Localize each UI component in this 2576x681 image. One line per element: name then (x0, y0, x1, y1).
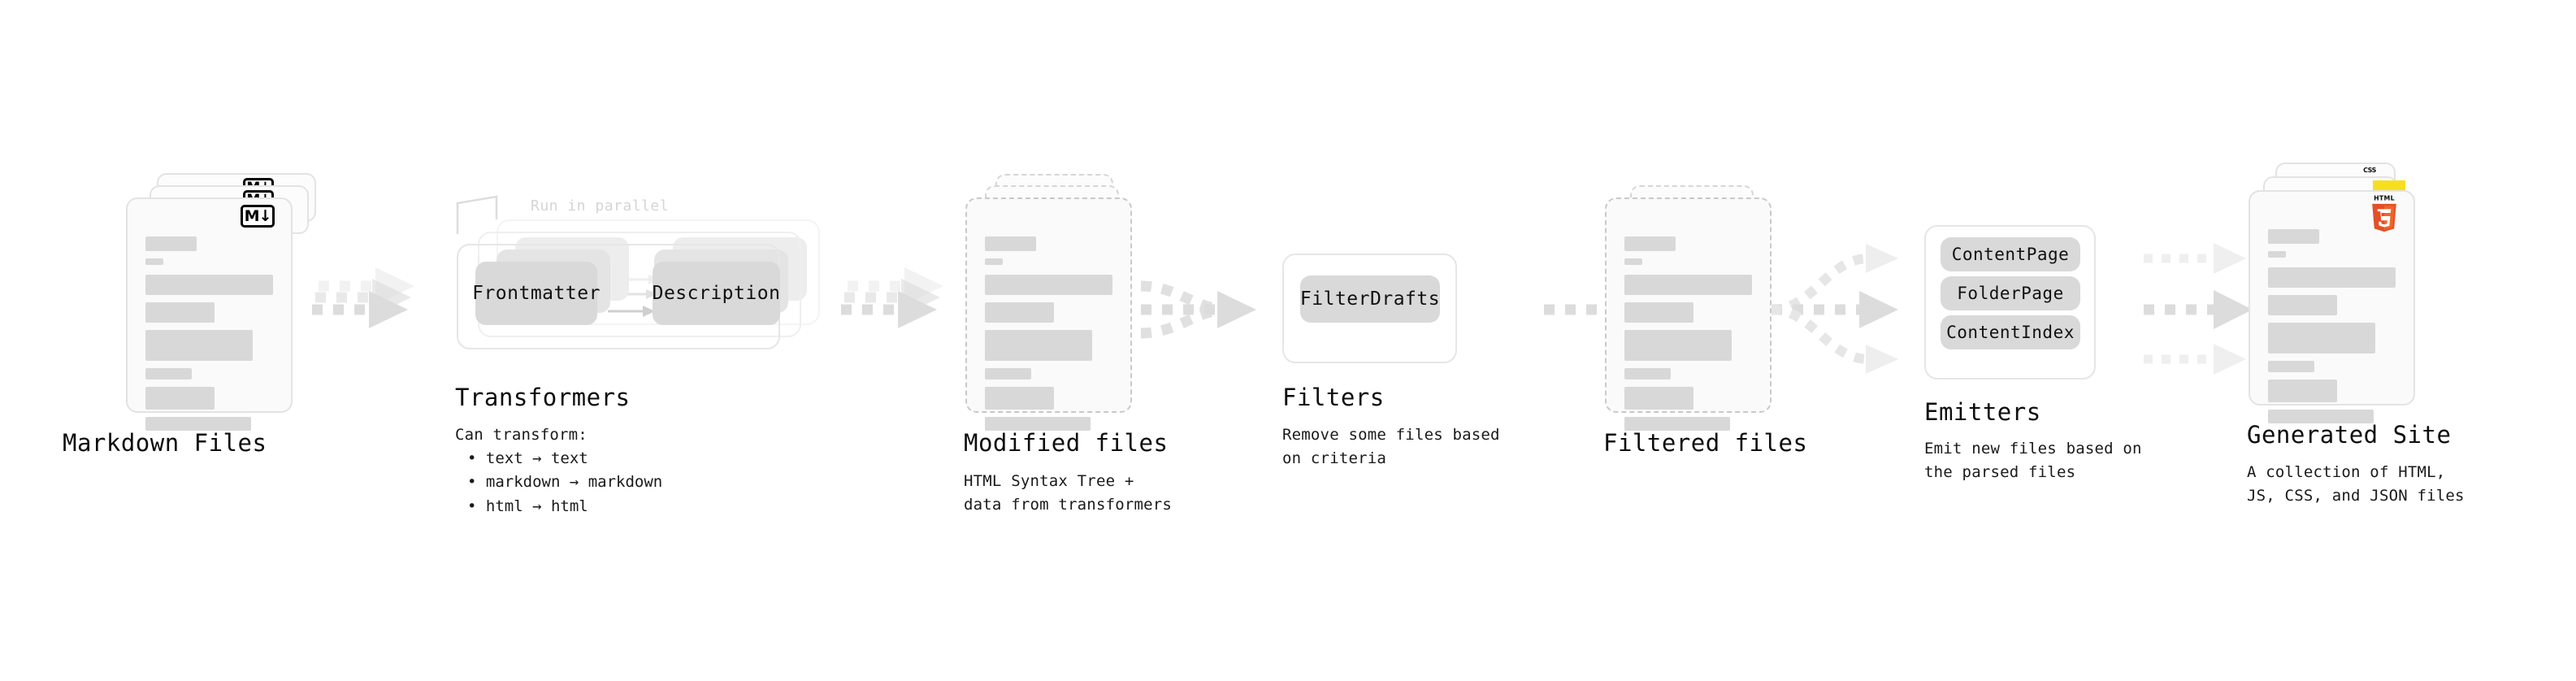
transformer-bullet-0: • text → text (467, 449, 588, 467)
emitters-group (1924, 225, 2096, 380)
stage-title-modified-files: Modified files (964, 429, 1169, 457)
arrow-emitters-to-site (2144, 243, 2253, 375)
stage-subtitle-filters: Remove some files based on criteria (1282, 426, 1500, 468)
filters-group (1282, 254, 1457, 363)
transformer-bullet-1: • markdown → markdown (467, 473, 663, 492)
markdown-skeleton-lines (145, 236, 273, 438)
transformer-pill-description[interactable]: Description (653, 262, 780, 325)
stage-title-filtered-files: Filtered files (1603, 429, 1808, 457)
emitters-pill-folderpage[interactable]: FolderPage (1941, 276, 2080, 310)
html5-icon: HTML (2372, 194, 2396, 232)
stage-title-generated-site: Generated Site (2247, 421, 2452, 449)
emitters-pill-contentindex[interactable]: ContentIndex (1941, 315, 2080, 349)
stage-title-markdown-files: Markdown Files (63, 429, 267, 457)
modified-card-front (965, 197, 1132, 431)
stage-title-emitters: Emitters (1924, 398, 2041, 426)
arrow-markdown-to-transformers (312, 267, 414, 328)
stage-title-filters: Filters (1282, 384, 1385, 411)
run-in-parallel-bracket (456, 195, 498, 234)
stage-subtitle-modified-files: HTML Syntax Tree + data from transformer… (964, 472, 1173, 514)
arrow-filtered-to-emitters (1771, 244, 1898, 374)
css-badge-label: CSS (2363, 167, 2376, 174)
site-skeleton-lines (2268, 229, 2396, 431)
transformer-pill-frontmatter[interactable]: Frontmatter (472, 262, 600, 325)
run-in-parallel-note: Run in parallel (531, 197, 670, 215)
stage-title-transformers: Transformers (455, 384, 631, 411)
markdown-badge-front: M↓ (241, 205, 275, 228)
transformer-bullet-2: • html → html (467, 497, 588, 515)
svg-text:HTML: HTML (2374, 194, 2395, 202)
filtered-skeleton-lines (1624, 236, 1752, 438)
transformer-bullets: • text → text • markdown → markdown • ht… (467, 447, 662, 518)
emitters-pill-contentpage[interactable]: ContentPage (1941, 237, 2080, 271)
stage-subtitle-generated-site: A collection of HTML, JS, CSS, and JSON … (2247, 463, 2465, 505)
filters-pill-filterdrafts[interactable]: FilterDrafts (1300, 275, 1440, 323)
filtered-card-front (1605, 197, 1772, 431)
arrow-modified-to-filters (1140, 280, 1256, 339)
stage-subtitle-emitters: Emit new files based on the parsed files (1924, 440, 2142, 482)
arrow-transformers-to-modified (841, 267, 943, 328)
stage-subtitle-transformers: Can transform: (455, 426, 588, 444)
markdown-card-front (126, 197, 293, 431)
modified-skeleton-lines (985, 236, 1112, 438)
